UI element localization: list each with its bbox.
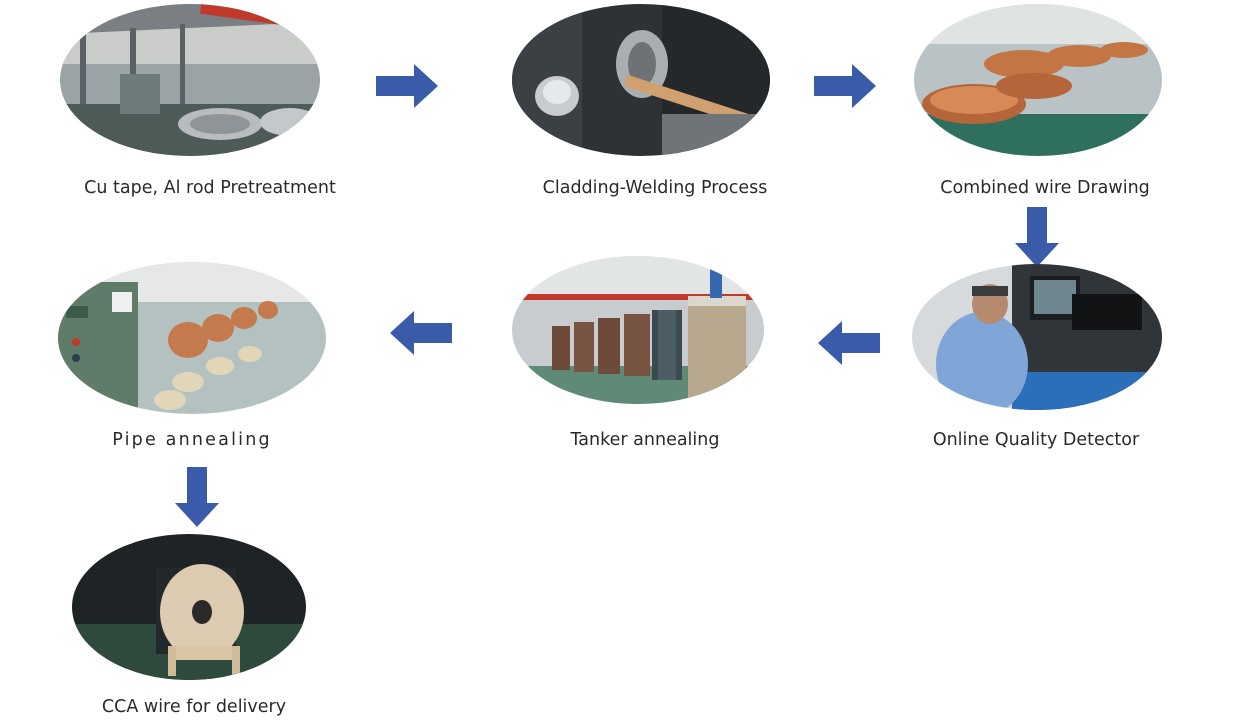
- welding-machine-photo: [512, 4, 770, 156]
- step-label: Cu tape, Al rod Pretreatment: [84, 178, 336, 198]
- factory-floor-photo: [60, 4, 320, 156]
- step-label: Online Quality Detector: [932, 430, 1140, 450]
- arrow-left-icon: [390, 311, 452, 355]
- step-label: Combined wire Drawing: [940, 178, 1150, 198]
- quality-detector-photo: [912, 264, 1162, 410]
- copper-coil-photo: [914, 4, 1162, 156]
- step-label: Pipe annealing: [112, 430, 272, 450]
- arrow-left-icon: [818, 321, 880, 365]
- wire-spool-machine-photo: [58, 262, 326, 414]
- step-label: CCA wire for delivery: [101, 697, 287, 717]
- step-label: Cladding-Welding Process: [542, 178, 768, 198]
- tank-furnace-photo: [512, 256, 764, 404]
- arrow-down-icon: [175, 467, 219, 527]
- step-label: Tanker annealing: [570, 430, 720, 450]
- arrow-right-icon: [814, 64, 876, 108]
- cable-drum-photo: [72, 534, 306, 680]
- arrow-right-icon: [376, 64, 438, 108]
- arrow-down-icon: [1015, 207, 1059, 267]
